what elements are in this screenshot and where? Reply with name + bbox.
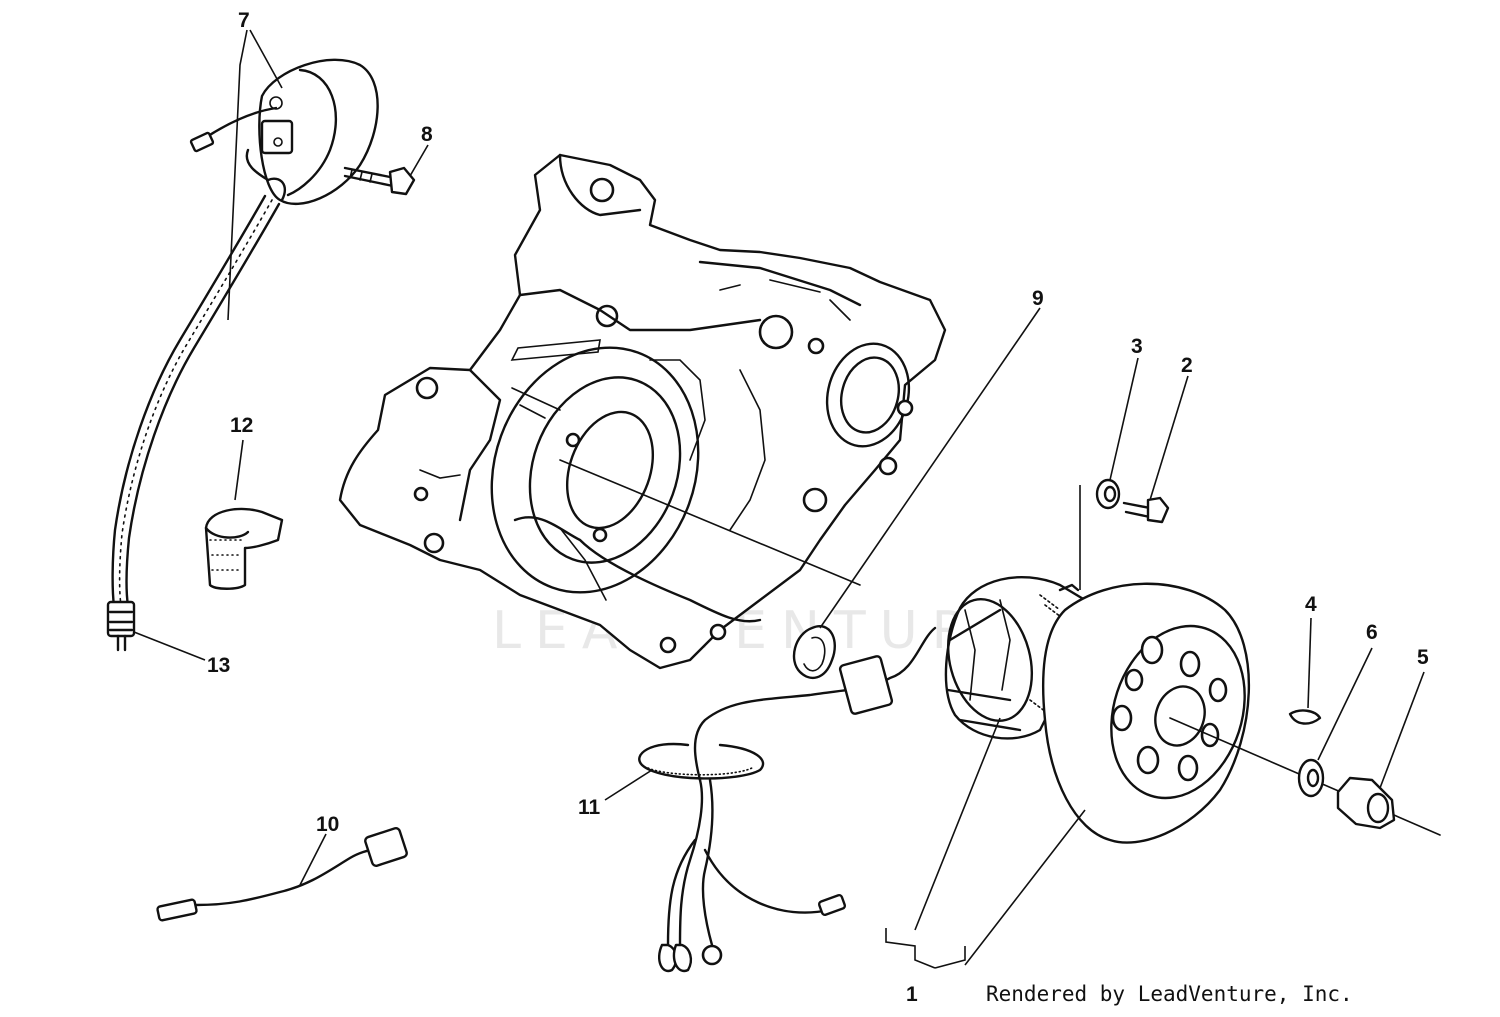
- spark-plug-cap[interactable]: [106, 600, 136, 652]
- callout-11: 11: [578, 796, 601, 819]
- callout-9: 9: [1032, 287, 1044, 310]
- callout-5: 5: [1417, 646, 1429, 669]
- lock-washer[interactable]: [1095, 478, 1121, 510]
- woodruff-key[interactable]: [1288, 709, 1322, 725]
- callout-4: 4: [1305, 593, 1317, 616]
- credit-text: Rendered by LeadVenture, Inc.: [986, 982, 1353, 1006]
- callout-3: 3: [1131, 335, 1143, 358]
- callout-13: 13: [207, 654, 230, 677]
- flywheel-rotor[interactable]: [1042, 582, 1441, 844]
- ignition-coil[interactable]: [189, 58, 379, 205]
- callout-2: 2: [1181, 354, 1193, 377]
- callout-7: 7: [238, 9, 250, 32]
- plug-boot[interactable]: [204, 507, 284, 590]
- stator-screw[interactable]: [1122, 496, 1170, 524]
- callout-8: 8: [421, 123, 433, 146]
- callout-1: 1: [906, 983, 918, 1006]
- flywheel-nut[interactable]: [1336, 776, 1396, 830]
- sensor-lead[interactable]: [156, 827, 408, 922]
- coil-bolt[interactable]: [343, 166, 416, 196]
- crankcase[interactable]: [338, 153, 947, 680]
- flywheel-washer[interactable]: [1297, 758, 1325, 798]
- callout-10: 10: [316, 813, 339, 836]
- high-tension-lead[interactable]: [111, 194, 281, 608]
- stator-harness[interactable]: [658, 626, 937, 973]
- callout-12: 12: [230, 414, 253, 437]
- callout-6: 6: [1366, 621, 1378, 644]
- wire-clamp[interactable]: [638, 742, 765, 780]
